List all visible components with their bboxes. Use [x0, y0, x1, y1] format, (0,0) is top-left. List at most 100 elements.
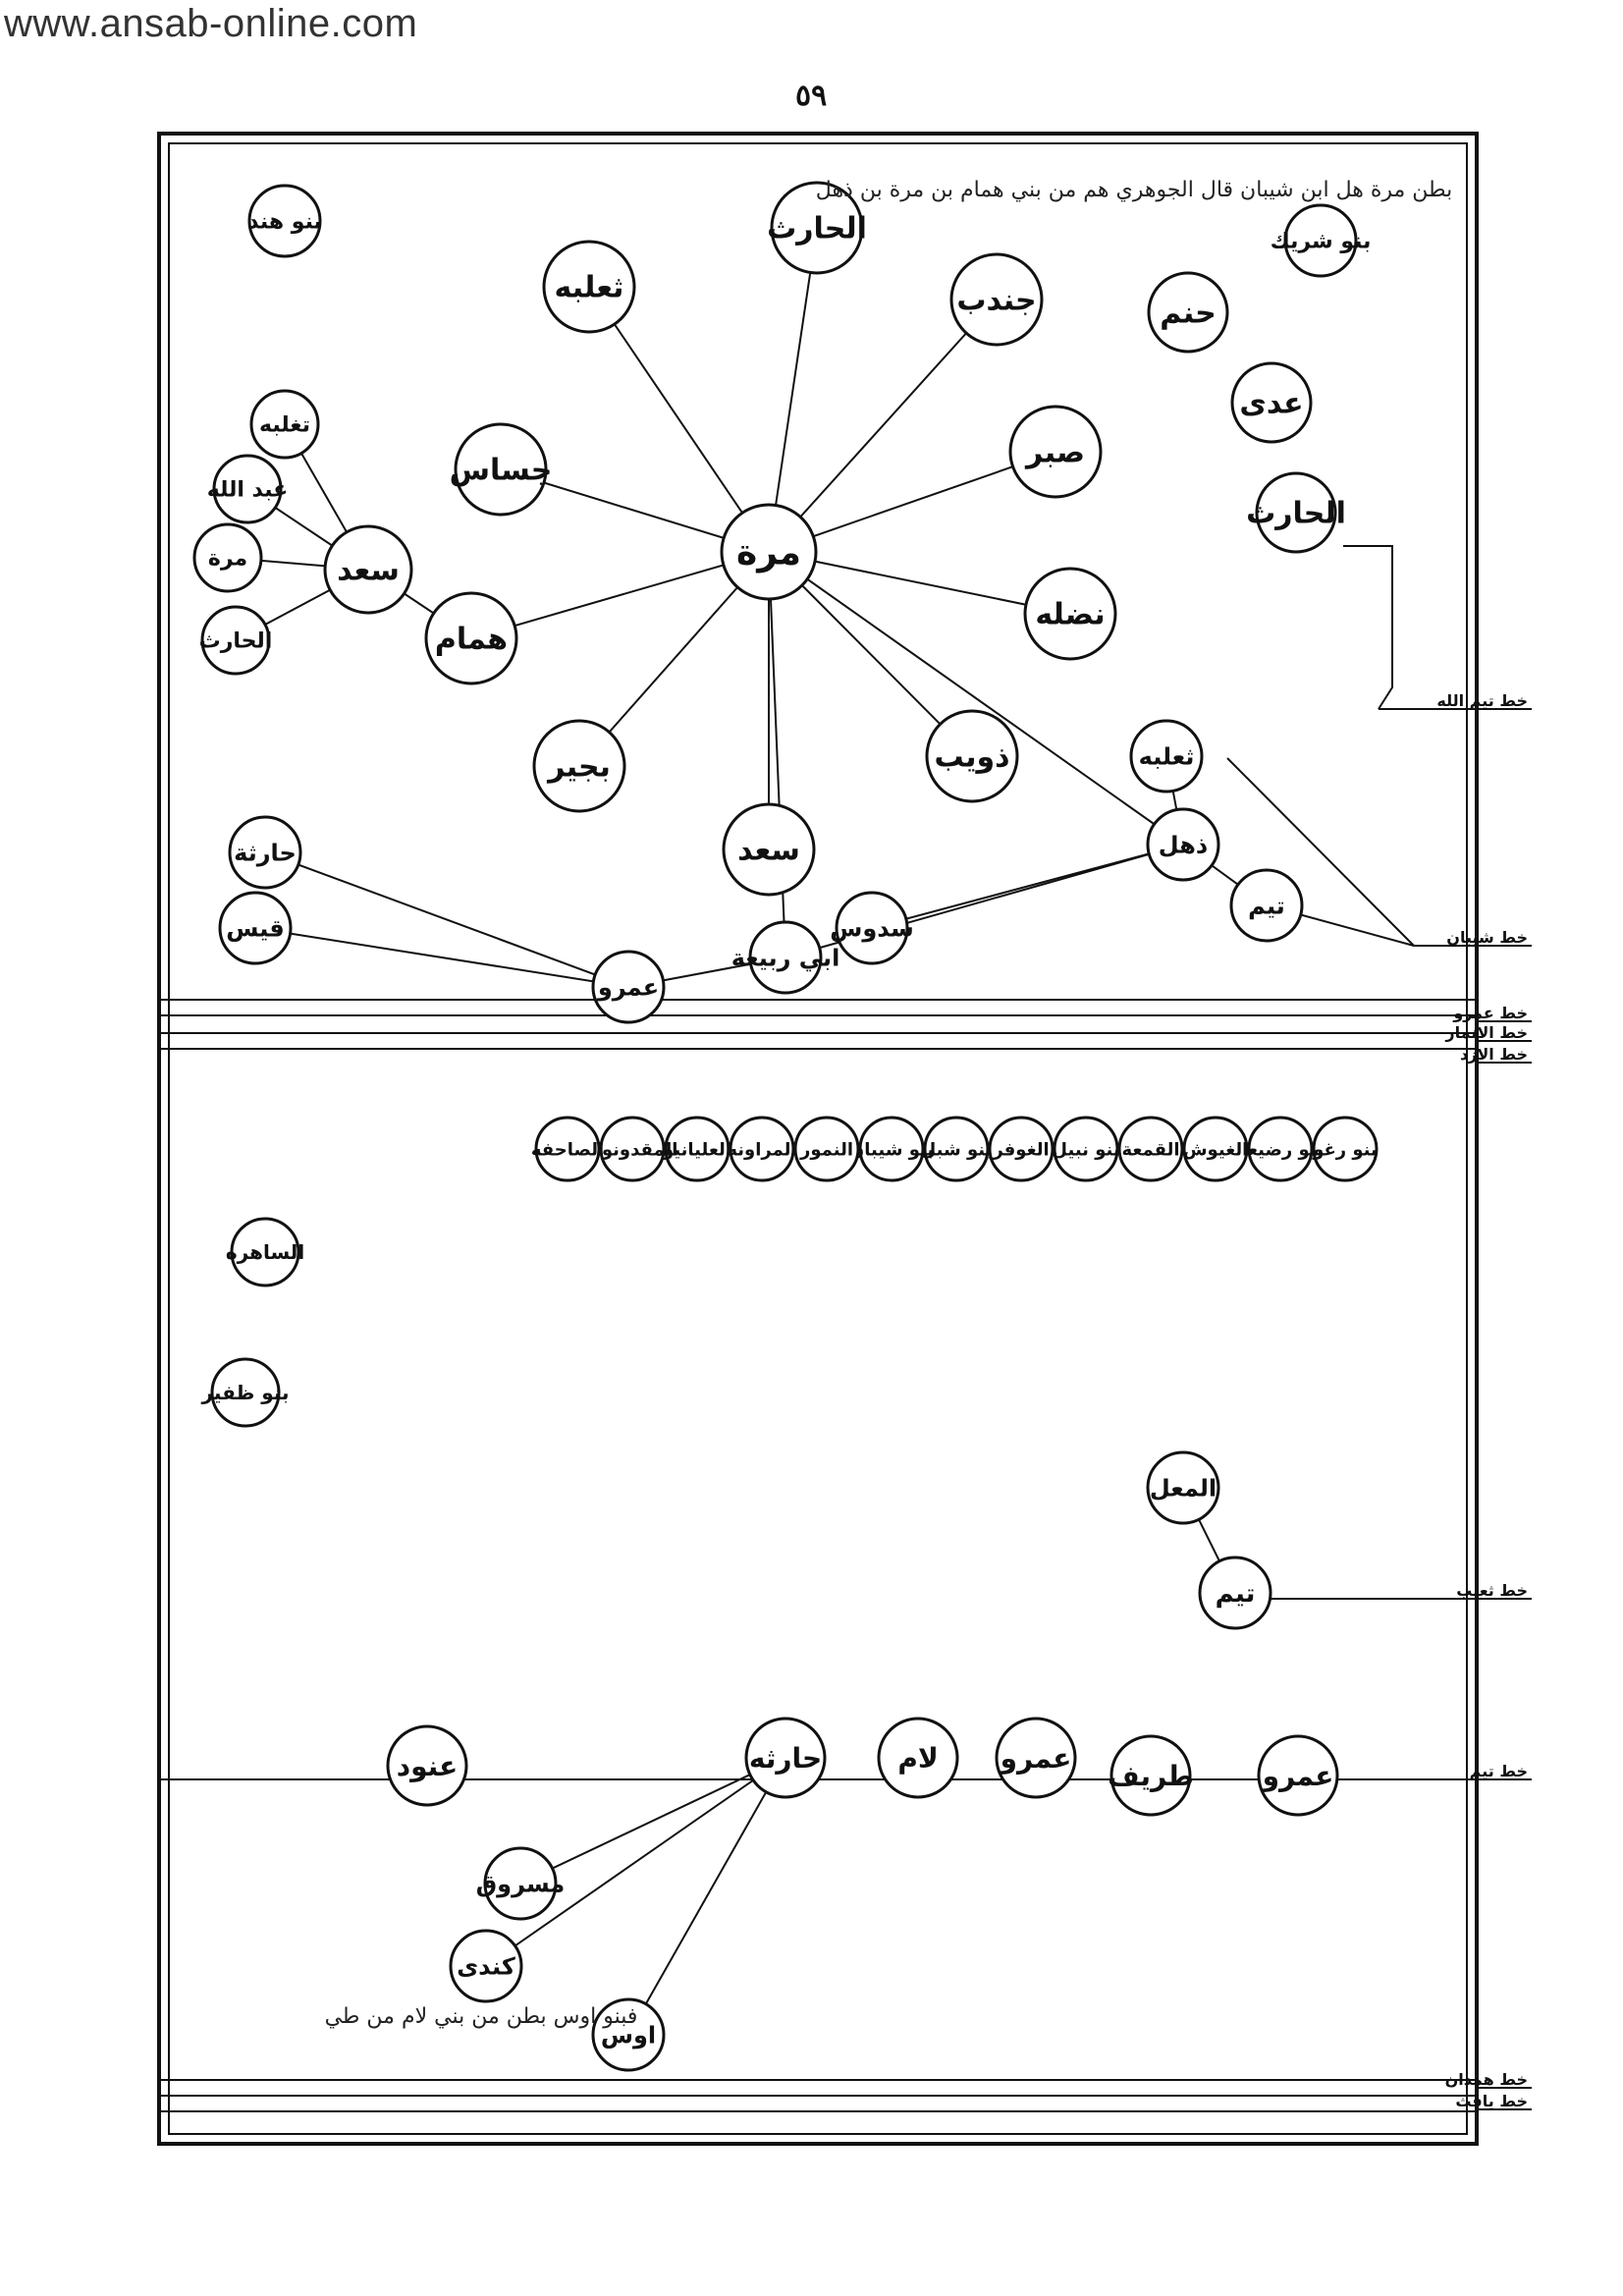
node-label: صبر	[1024, 436, 1085, 470]
node-circle	[1247, 1116, 1314, 1182]
node-label: ثعلبه	[555, 271, 624, 305]
node-label: حارثة	[234, 839, 297, 866]
node-spoke7: همام	[424, 591, 518, 685]
node-label: بجير	[546, 750, 611, 785]
node-circle	[1229, 868, 1304, 943]
node-label: الغيوش	[1183, 1139, 1249, 1160]
side-label: خط عمرو	[1452, 1004, 1528, 1022]
side-label: خط شيبان	[1446, 928, 1528, 947]
node-label: الحارث	[1246, 497, 1346, 531]
node-circle	[1312, 1116, 1379, 1182]
node-label: مرة	[208, 547, 247, 572]
node-label: الحارث	[199, 629, 273, 654]
node-label: حنم	[1160, 297, 1216, 331]
node-spoke2: صبر	[1008, 405, 1103, 499]
node-circle	[454, 422, 548, 517]
node-spoke1: جندب	[949, 252, 1044, 347]
node-label: المراونه	[727, 1139, 796, 1160]
node-lin2: عمرو	[995, 1717, 1077, 1799]
node-label: بنو نبيل	[1052, 1139, 1119, 1160]
side-label: خط الانمار	[1444, 1023, 1528, 1042]
node-label: لام	[897, 1742, 938, 1775]
node-label: النمور	[799, 1139, 853, 1160]
node-tribe6: بنو شبل	[921, 1116, 992, 1182]
node-label: مسروق	[476, 1870, 566, 1897]
side-label: خط ثعلب	[1456, 1581, 1528, 1600]
node-circle	[230, 1217, 300, 1287]
node-tribe12: الصاحفه	[531, 1116, 604, 1182]
node-circle	[210, 1357, 281, 1428]
edge-center-spoke0	[768, 227, 818, 553]
node-circle	[591, 950, 666, 1024]
nodes: مرة الحارث جندب صبر نضله ذويب سعد بجير همام جساس ث…	[192, 181, 1379, 2072]
node-label: عمرو	[999, 1742, 1072, 1775]
node-lt0: الساهره	[226, 1217, 304, 1287]
node-circle	[1146, 1450, 1220, 1525]
node-circle	[1230, 361, 1313, 444]
node-label: ذهل	[1159, 831, 1208, 858]
node-tribe8: النمور	[793, 1116, 860, 1182]
edge-lin4-br1	[485, 1757, 786, 1967]
node-br2: اوس	[591, 1997, 666, 2072]
node-lin4: حارثه	[744, 1717, 827, 1799]
edge-center-spoke3	[768, 551, 1071, 615]
node-label: جساس	[450, 454, 553, 488]
node-dh0: ثعلبه	[1129, 719, 1204, 793]
edge-center-spoke2	[768, 451, 1056, 553]
node-circle	[925, 709, 1019, 803]
node-label: نضله	[1035, 598, 1105, 632]
node-label: الحارث	[767, 212, 867, 246]
node-mid1: تيم	[1198, 1556, 1272, 1630]
edge-center-spoke9	[588, 286, 770, 553]
node-tribe3: القمعة	[1117, 1116, 1184, 1182]
node-circle	[247, 184, 322, 258]
node-tribe5: الغوفر	[988, 1116, 1055, 1182]
node-circle	[483, 1846, 558, 1921]
edge-lin4-br0	[519, 1757, 786, 1885]
node-spoke6: بجير	[532, 719, 626, 813]
edge-center-dh4	[768, 551, 786, 958]
node-circle	[1023, 567, 1117, 661]
node-label: بنو شريك	[1271, 230, 1372, 254]
node-lt1: بنو ظفير	[200, 1357, 290, 1428]
node-circle	[1182, 1116, 1249, 1182]
node-tribe4: بنو نبيل	[1052, 1116, 1120, 1182]
node-right2: عدى	[1230, 361, 1313, 444]
node-circle	[1257, 1734, 1339, 1817]
node-label: تيم	[1248, 892, 1285, 919]
node-spoke3: نضله	[1023, 567, 1117, 661]
outer-frame	[157, 132, 1479, 2146]
node-circle	[534, 1116, 601, 1182]
node-tribe1: بنو رضيعه	[1237, 1116, 1324, 1182]
node-label: بنو هند	[247, 210, 322, 235]
node-circle	[722, 802, 816, 897]
node-left1: تغلبه	[249, 389, 320, 460]
node-label: سعد	[337, 554, 400, 588]
node-dh2: تيم	[1229, 868, 1304, 943]
node-label: المعل	[1150, 1474, 1217, 1502]
node-left2: عبد الله	[207, 454, 288, 524]
node-dh4: ابي ربيعة	[731, 920, 839, 995]
node-tribe7: بنو شيبان	[849, 1116, 934, 1182]
node-tribe10: العليانيو	[662, 1116, 731, 1182]
node-label: بنو رغو	[1312, 1139, 1378, 1160]
node-circle	[1283, 203, 1358, 278]
node-label: سعد	[737, 834, 800, 868]
node-circle	[386, 1724, 468, 1807]
node-circle	[424, 591, 518, 685]
node-label: الغوفر	[992, 1139, 1049, 1160]
node-circle	[591, 1997, 666, 2072]
node-circle	[664, 1116, 730, 1182]
node-circle	[449, 1929, 523, 2003]
node-circle	[1109, 1734, 1192, 1817]
node-label: كندى	[457, 1952, 515, 1980]
node-left3: مرة	[192, 522, 263, 593]
node-circle	[212, 454, 283, 524]
node-label: ذويب	[934, 740, 1009, 775]
node-circle	[793, 1116, 860, 1182]
node-spoke9: ثعلبه	[542, 240, 636, 334]
aws-note: فبنو اوس بطن من بني لام من طي	[325, 2004, 638, 2029]
node-label: ثعلبه	[1139, 742, 1195, 770]
node-circle	[748, 920, 823, 995]
